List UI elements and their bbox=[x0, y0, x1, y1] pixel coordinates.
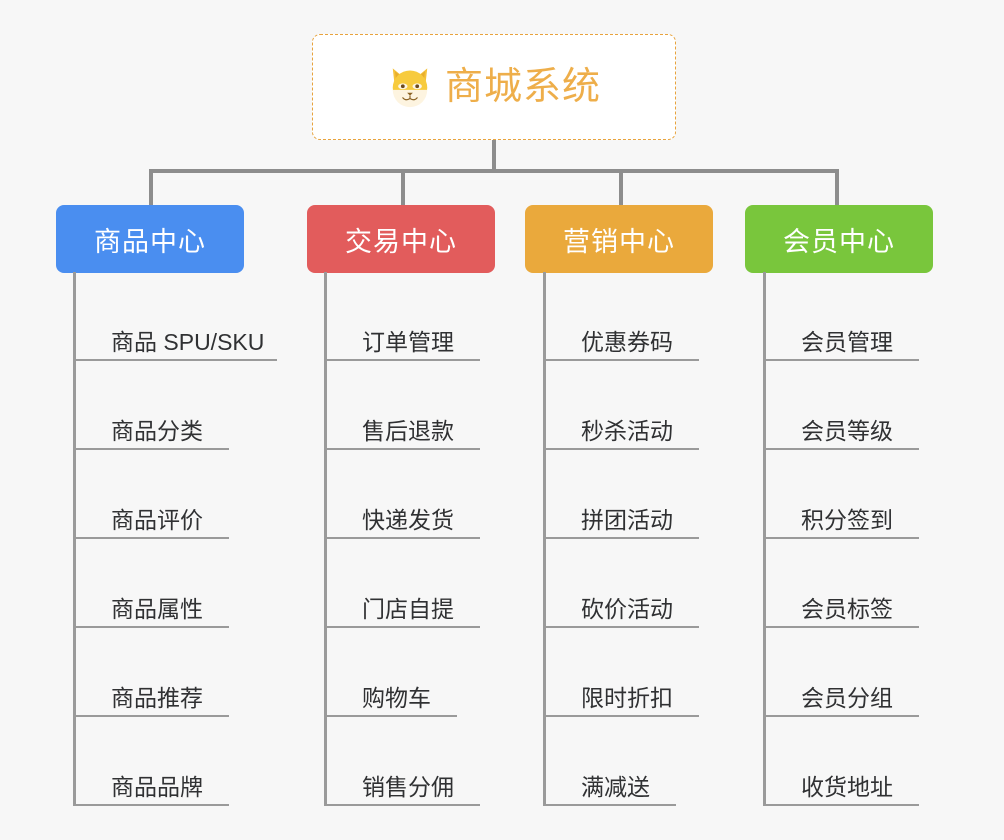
connector-drop-2 bbox=[401, 169, 405, 205]
leaf-label: 商品品牌 bbox=[111, 773, 203, 800]
connector-drop-4 bbox=[835, 169, 839, 205]
leaf-underline bbox=[324, 448, 480, 450]
leaf-item[interactable]: 积分签到 bbox=[763, 450, 919, 539]
leaf-underline bbox=[73, 537, 229, 539]
leaf-item[interactable]: 会员标签 bbox=[763, 539, 919, 628]
leaf-item[interactable]: 商品 SPU/SKU bbox=[73, 272, 277, 361]
leaf-item[interactable]: 销售分佣 bbox=[324, 717, 480, 806]
leaf-label: 拼团活动 bbox=[581, 506, 673, 533]
leaf-item[interactable]: 商品推荐 bbox=[73, 628, 229, 717]
leaf-item[interactable]: 砍价活动 bbox=[543, 539, 699, 628]
connector-drop-3 bbox=[619, 169, 623, 205]
leaf-item[interactable]: 门店自提 bbox=[324, 539, 480, 628]
leaf-underline bbox=[73, 448, 229, 450]
leaf-item[interactable]: 商品评价 bbox=[73, 450, 229, 539]
leaf-label: 订单管理 bbox=[362, 328, 454, 355]
leaf-trunk-2 bbox=[324, 272, 327, 806]
leaf-underline bbox=[543, 804, 676, 806]
category-label-1: 商品中心 bbox=[94, 226, 206, 257]
leaf-label: 快递发货 bbox=[362, 506, 454, 533]
leaf-underline bbox=[543, 537, 699, 539]
leaf-item[interactable]: 会员分组 bbox=[763, 628, 919, 717]
leaf-underline bbox=[324, 537, 480, 539]
category-box-1[interactable]: 商品中心 bbox=[56, 205, 244, 273]
leaf-label: 售后退款 bbox=[362, 417, 454, 444]
leaf-underline bbox=[73, 626, 229, 628]
leaf-label: 砍价活动 bbox=[581, 595, 673, 622]
leaf-label: 会员分组 bbox=[801, 684, 893, 711]
leaf-underline bbox=[763, 537, 919, 539]
category-box-4[interactable]: 会员中心 bbox=[745, 205, 933, 273]
leaf-label: 限时折扣 bbox=[581, 684, 673, 711]
leaf-label: 商品属性 bbox=[111, 595, 203, 622]
leaf-label: 会员等级 bbox=[801, 417, 893, 444]
leaf-item[interactable]: 会员等级 bbox=[763, 361, 919, 450]
leaf-underline bbox=[763, 359, 919, 361]
leaf-underline bbox=[543, 359, 699, 361]
leaf-item[interactable]: 优惠券码 bbox=[543, 272, 699, 361]
leaf-underline bbox=[324, 804, 480, 806]
leaf-label: 销售分佣 bbox=[362, 773, 454, 800]
leaf-label: 满减送 bbox=[581, 773, 650, 800]
leaf-label: 会员管理 bbox=[801, 328, 893, 355]
leaf-item[interactable]: 秒杀活动 bbox=[543, 361, 699, 450]
leaf-item[interactable]: 限时折扣 bbox=[543, 628, 699, 717]
leaf-underline bbox=[543, 448, 699, 450]
category-box-2[interactable]: 交易中心 bbox=[307, 205, 495, 273]
leaf-label: 收货地址 bbox=[801, 773, 893, 800]
leaf-label: 商品推荐 bbox=[111, 684, 203, 711]
category-label-3: 营销中心 bbox=[563, 226, 675, 257]
leaf-item[interactable]: 商品分类 bbox=[73, 361, 229, 450]
leaf-trunk-3 bbox=[543, 272, 546, 806]
category-box-3[interactable]: 营销中心 bbox=[525, 205, 713, 273]
leaf-label: 门店自提 bbox=[362, 595, 454, 622]
leaf-underline bbox=[324, 715, 457, 717]
leaf-underline bbox=[73, 715, 229, 717]
leaf-label: 商品分类 bbox=[111, 417, 203, 444]
leaf-underline bbox=[543, 626, 699, 628]
root-node-title: 商城系统 bbox=[444, 66, 601, 108]
connector-drop-1 bbox=[149, 169, 153, 205]
leaf-underline bbox=[324, 626, 480, 628]
leaf-item[interactable]: 会员管理 bbox=[763, 272, 919, 361]
connector-root-stem bbox=[492, 140, 496, 172]
leaf-item[interactable]: 满减送 bbox=[543, 717, 676, 806]
leaf-item[interactable]: 收货地址 bbox=[763, 717, 919, 806]
leaf-item[interactable]: 订单管理 bbox=[324, 272, 480, 361]
leaf-item[interactable]: 商品品牌 bbox=[73, 717, 229, 806]
leaf-item[interactable]: 拼团活动 bbox=[543, 450, 699, 539]
leaf-item[interactable]: 售后退款 bbox=[324, 361, 480, 450]
leaf-label: 购物车 bbox=[362, 684, 431, 711]
leaf-item[interactable]: 商品属性 bbox=[73, 539, 229, 628]
leaf-underline bbox=[324, 359, 480, 361]
leaf-item[interactable]: 购物车 bbox=[324, 628, 457, 717]
shiba-inu-dog-face-icon bbox=[392, 68, 428, 108]
leaf-label: 积分签到 bbox=[801, 506, 893, 533]
leaf-underline bbox=[543, 715, 699, 717]
leaf-underline bbox=[73, 804, 229, 806]
leaf-underline bbox=[763, 448, 919, 450]
leaf-label: 优惠券码 bbox=[581, 328, 673, 355]
leaf-label: 商品 SPU/SKU bbox=[111, 328, 265, 355]
leaf-trunk-4 bbox=[763, 272, 766, 806]
leaf-item[interactable]: 快递发货 bbox=[324, 450, 480, 539]
leaf-label: 商品评价 bbox=[111, 506, 203, 533]
leaf-underline bbox=[763, 715, 919, 717]
category-label-4: 会员中心 bbox=[783, 226, 895, 257]
leaf-label: 会员标签 bbox=[801, 595, 893, 622]
leaf-trunk-1 bbox=[73, 272, 76, 806]
root-node-商城系统[interactable]: 商城系统 bbox=[312, 34, 676, 140]
category-label-2: 交易中心 bbox=[345, 226, 457, 257]
leaf-underline bbox=[763, 804, 919, 806]
leaf-label: 秒杀活动 bbox=[581, 417, 673, 444]
connector-horizontal-bus bbox=[149, 169, 837, 173]
leaf-underline bbox=[73, 359, 277, 361]
leaf-underline bbox=[763, 626, 919, 628]
